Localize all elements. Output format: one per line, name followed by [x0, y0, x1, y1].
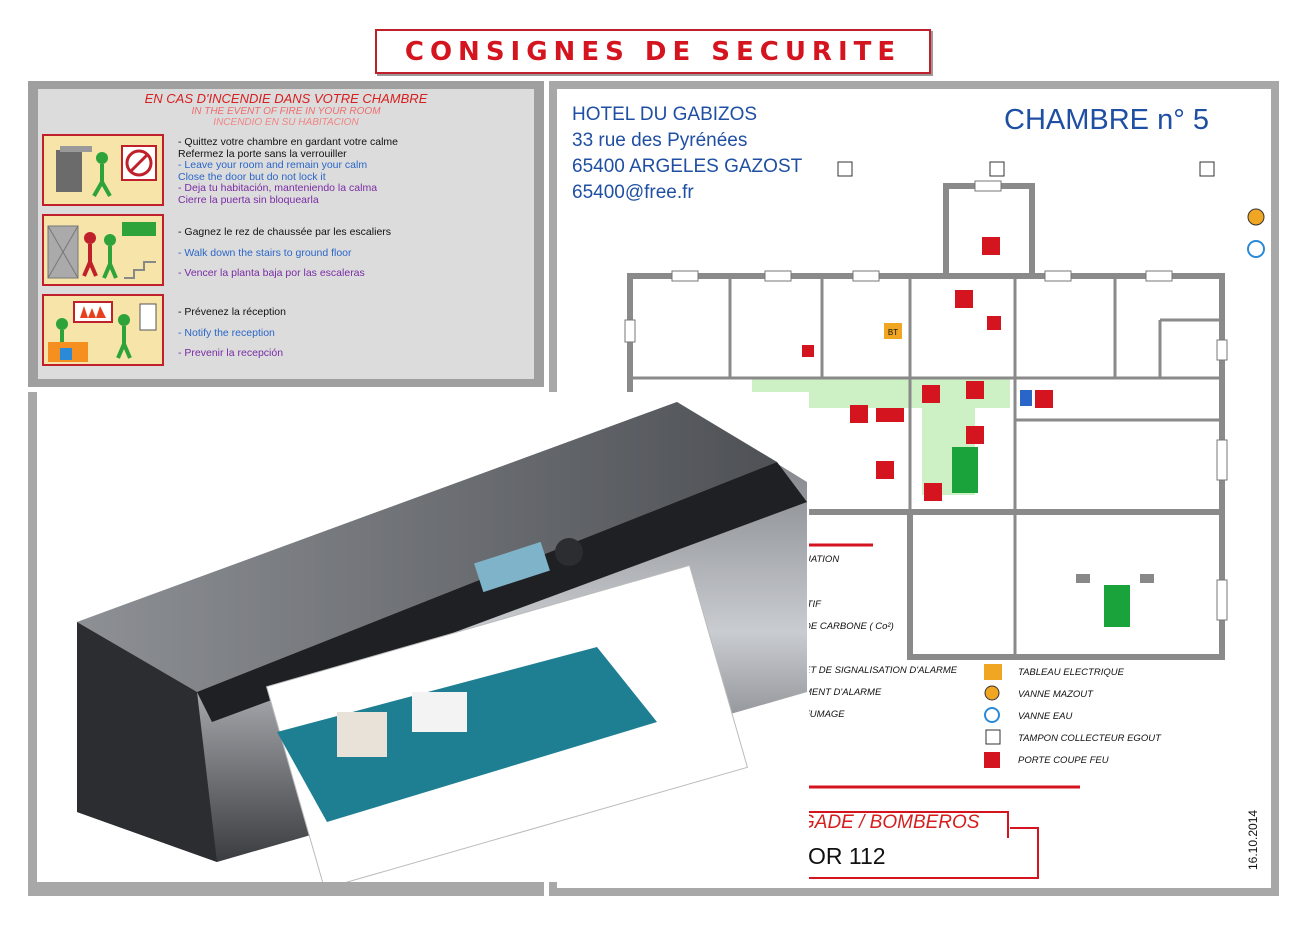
legend-electric-panel: TABLEAU ELECTRIQUE — [1018, 667, 1124, 678]
laminator-photo — [37, 392, 809, 882]
step-1-es-line-2: Cierre la puerta sin bloquearla — [178, 193, 319, 206]
document-date: 16.10.2014 — [1246, 809, 1260, 870]
step-1-fr-line-2: Refermez la porte sans la verrouiller — [178, 147, 347, 160]
legend-co2: DE CARBONE ( Co²) — [804, 621, 894, 632]
legend-alarm-signal: ET DE SIGNALISATION D'ALARME — [804, 665, 958, 676]
emergency-number: OR 112 — [808, 843, 886, 869]
step-1-en-line-1: - Leave your room and remain your calm — [178, 159, 368, 171]
heading-en: IN THE EVENT OF FIRE IN YOUR ROOM — [191, 106, 381, 117]
step-2-es: - Vencer la planta baja por las escalera… — [178, 267, 365, 279]
leave-room-illustration — [42, 134, 164, 206]
step-3-es: - Prevenir la recepción — [178, 347, 284, 359]
legend-fire-door: PORTE COUPE FEU — [1018, 755, 1109, 766]
legend-alarm-trigger: MENT D'ALARME — [804, 687, 882, 698]
step-1-es-line-1: - Deja tu habitación, manteniendo la cal… — [178, 182, 378, 194]
step-2-text: - Gagnez le rez de chaussée par les esca… — [178, 226, 392, 280]
step-1-text: - Quittez votre chambre en gardant votre… — [178, 136, 399, 206]
bt-label: BT — [888, 328, 898, 337]
hotel-city: 65400 ARGELES GAZOST — [572, 156, 803, 177]
room-number: CHAMBRE n° 5 — [1004, 104, 1209, 136]
fire-instructions-inner: EN CAS D'INCENDIE DANS VOTRE CHAMBRE IN … — [38, 89, 534, 379]
step-1-fr-line-1: - Quittez votre chambre en gardant votre… — [178, 136, 399, 148]
hotel-address: HOTEL DU GABIZOS 33 rue des Pyrénées 654… — [572, 102, 802, 206]
step-3-text: - Prévenez la réception - Notify the rec… — [178, 306, 286, 360]
legend-sewer: TAMPON COLLECTEUR EGOUT — [1018, 733, 1161, 744]
page-title: CONSIGNES DE SECURITE — [404, 36, 902, 67]
step-3-en: - Notify the reception — [178, 326, 275, 339]
hotel-email: 65400@free.fr — [572, 182, 694, 203]
legend-fuel-valve: VANNE MAZOUT — [1018, 689, 1093, 700]
heading-es: INCENDIO EN SU HABITACION — [213, 117, 359, 128]
fire-brigade-label: GADE / BOMBEROS — [800, 812, 980, 833]
reception-illustration — [42, 294, 164, 366]
step-3-fr: - Prévenez la réception — [178, 306, 286, 318]
title-banner: CONSIGNES DE SECURITE — [375, 29, 931, 74]
legend-evacuation: UATION — [804, 554, 840, 565]
step-1-en-line-2: Close the door but do not lock it — [178, 170, 326, 183]
heading-fr: EN CAS D'INCENDIE DANS VOTRE CHAMBRE — [144, 91, 428, 106]
legend-water-valve: VANNE EAU — [1018, 711, 1073, 722]
legend-dispositif: ITIF — [804, 599, 821, 610]
step-2-fr: - Gagnez le rez de chaussée par les esca… — [178, 226, 392, 238]
hotel-street: 33 rue des Pyrénées — [572, 130, 748, 151]
hotel-name: HOTEL DU GABIZOS — [572, 104, 758, 125]
fire-instructions-panel: EN CAS D'INCENDIE DANS VOTRE CHAMBRE IN … — [28, 81, 544, 387]
step-2-en: - Walk down the stairs to ground floor — [178, 246, 352, 259]
stairs-illustration — [42, 214, 164, 286]
legend-smoke: FUMAGE — [804, 709, 845, 720]
